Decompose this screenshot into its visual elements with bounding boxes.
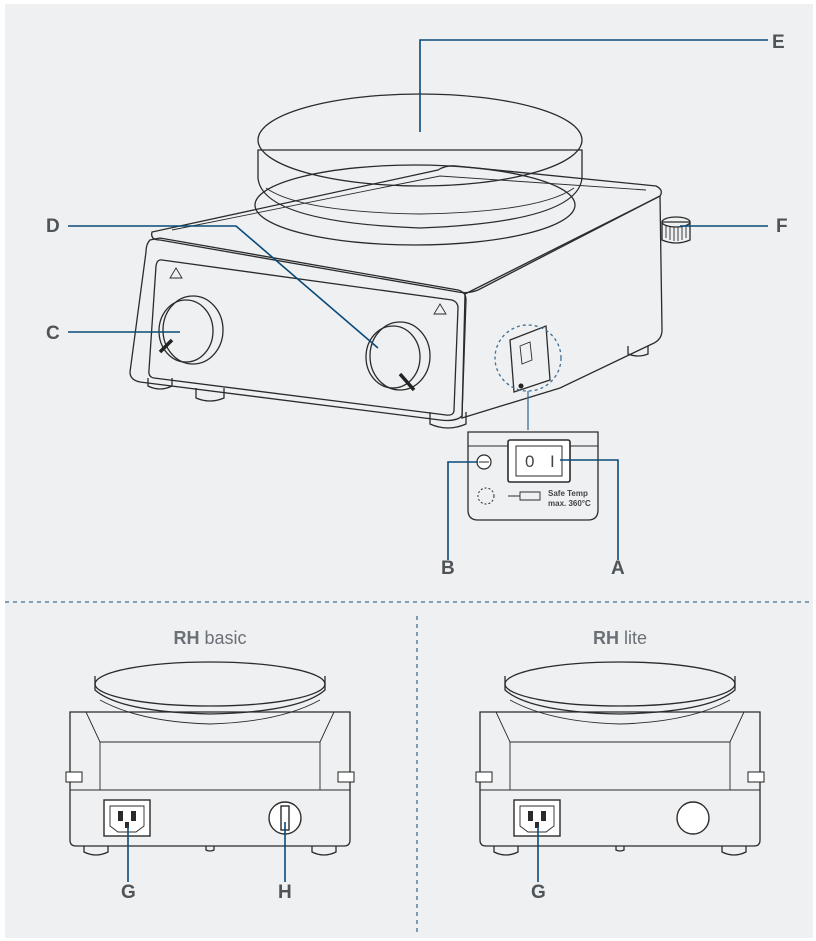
foot-front-left-2 [195, 388, 225, 402]
body-top [151, 165, 662, 294]
foot-back-right [627, 346, 649, 357]
switch-on-label: I [550, 452, 555, 471]
body-front-face [129, 237, 467, 422]
warning-icon-right [433, 303, 447, 315]
top-edge-line [171, 175, 647, 231]
callout-h: H [278, 882, 292, 903]
reset-symbol-icon [477, 487, 495, 505]
safetemp-label-1: Safe Temp [548, 489, 588, 498]
side-knob-f [661, 216, 691, 244]
switch-detail-inset: 0 I Safe Temp max. 360°C [467, 431, 599, 521]
stirrer-knob-d [365, 321, 431, 392]
heating-plate-e [254, 93, 583, 246]
body-right-side [461, 194, 663, 419]
blank-plug-lite [676, 801, 710, 835]
temperature-knob-c [158, 295, 224, 365]
model-title-basic: RH basic [173, 628, 246, 648]
callout-g-lite: G [531, 882, 546, 903]
power-socket-g-lite [513, 799, 561, 837]
callout-f: F [776, 216, 788, 237]
callout-b: B [441, 558, 455, 579]
rh-basic-rear-view: G H [65, 661, 355, 903]
callout-e: E [772, 32, 785, 53]
side-switch-area [509, 325, 551, 393]
leader-lines-main [68, 39, 768, 560]
zoom-circle [494, 324, 562, 392]
callout-g-basic: G [121, 882, 136, 903]
callout-d: D [46, 216, 60, 237]
warning-icon-left [169, 267, 183, 279]
diagram-background [5, 4, 813, 938]
model-title-lite: RH lite [593, 628, 647, 648]
screwdriver-icon [508, 491, 541, 501]
safetemp-label-2: max. 360°C [548, 499, 591, 508]
callout-a: A [611, 558, 625, 579]
front-control-panel [148, 259, 459, 416]
rh-lite-rear-view: G [475, 661, 765, 903]
power-socket-g-basic [103, 799, 151, 837]
foot-front-right [429, 412, 467, 429]
callout-c: C [46, 323, 60, 344]
main-hotplate-illustration [129, 93, 691, 430]
switch-off-label: 0 [525, 452, 534, 471]
